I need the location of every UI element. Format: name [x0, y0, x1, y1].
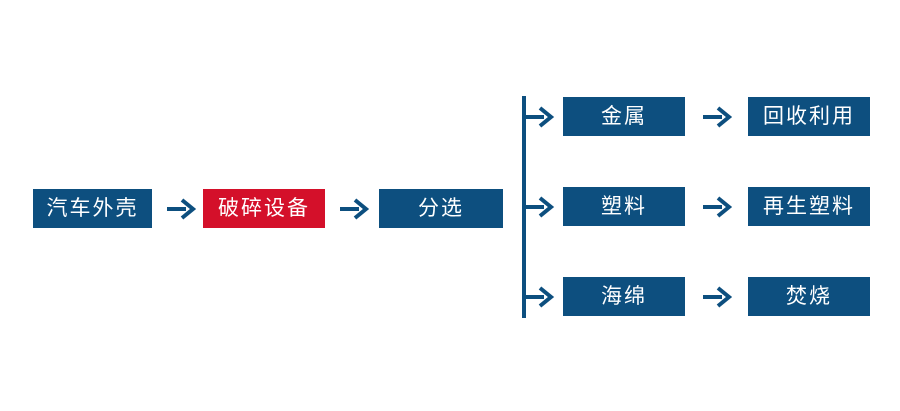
node-plastic[interactable]: 塑料 — [563, 187, 685, 226]
node-shredder-label: 破碎设备 — [218, 196, 310, 220]
node-sorting[interactable]: 分选 — [379, 189, 503, 228]
node-plastic-output-label: 再生塑料 — [763, 194, 855, 218]
node-metal[interactable]: 金属 — [563, 97, 685, 136]
node-sorting-label: 分选 — [418, 196, 464, 220]
node-source-label: 汽车外壳 — [46, 196, 139, 220]
arrow-source-to-shredder — [166, 196, 196, 222]
node-metal-output[interactable]: 回收利用 — [748, 97, 870, 136]
arrow-plastic-to-output — [702, 194, 732, 220]
arrow-sponge-to-output — [702, 284, 732, 310]
node-plastic-label: 塑料 — [601, 194, 647, 218]
node-metal-label: 金属 — [601, 104, 647, 128]
arrow-shredder-to-sorting — [339, 196, 369, 222]
node-sponge[interactable]: 海绵 — [563, 277, 685, 316]
node-sponge-output[interactable]: 焚烧 — [748, 277, 870, 316]
node-sponge-label: 海绵 — [601, 284, 647, 308]
node-shredder[interactable]: 破碎设备 — [203, 189, 325, 228]
vertical-split-bus-icon — [520, 94, 558, 320]
node-plastic-output[interactable]: 再生塑料 — [748, 187, 870, 226]
node-sponge-output-label: 焚烧 — [786, 284, 832, 308]
node-metal-output-label: 回收利用 — [763, 104, 855, 128]
arrow-metal-to-output — [702, 104, 732, 130]
node-source[interactable]: 汽车外壳 — [33, 189, 152, 228]
